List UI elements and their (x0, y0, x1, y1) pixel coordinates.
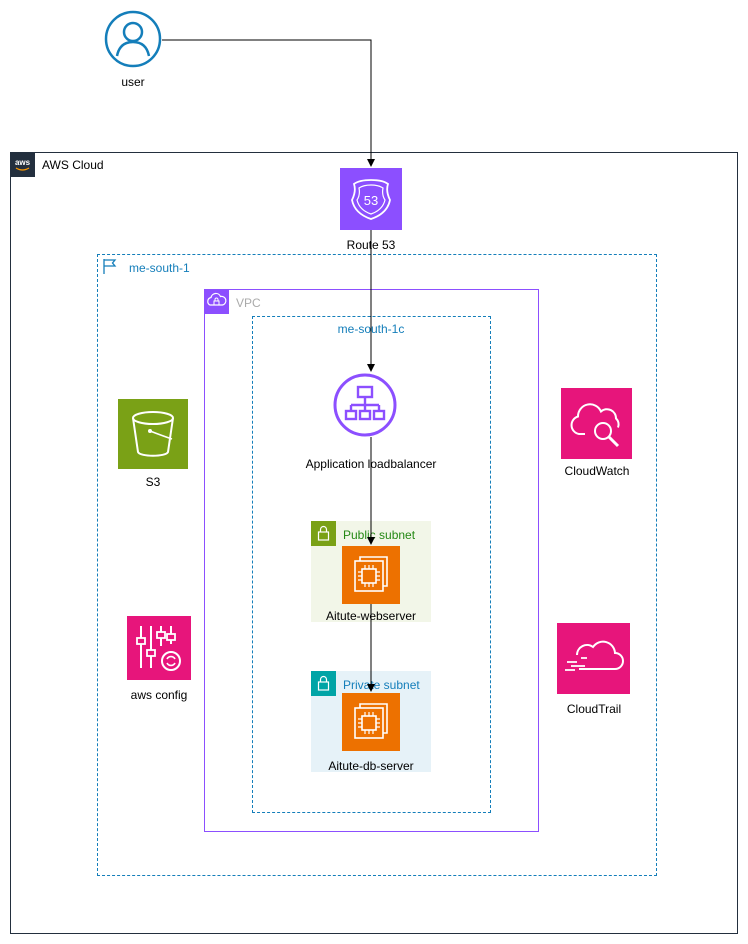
public-subnet-label: Public subnet (343, 528, 416, 542)
svg-text:53: 53 (364, 193, 378, 208)
application-load-balancer-icon (333, 373, 397, 437)
user-label: user (121, 75, 145, 89)
vpc-label: VPC (236, 296, 261, 310)
aws-config-label: aws config (130, 688, 188, 702)
private-subnet-label: Private subnet (343, 678, 420, 692)
webserver-ec2-icon (342, 546, 400, 604)
cloudwatch-label: CloudWatch (564, 464, 630, 478)
user-icon (104, 10, 162, 68)
connector-user-route53 (162, 39, 375, 167)
region-group (97, 254, 657, 876)
public-subnet-lock-icon (311, 521, 336, 546)
aws-cloud-label: AWS Cloud (42, 158, 104, 172)
aws-config-icon (127, 616, 191, 680)
db-server-label: Aitute-db-server (328, 759, 414, 773)
s3-label: S3 (145, 475, 161, 489)
db-server-ec2-icon (342, 693, 400, 751)
s3-bucket-icon (118, 399, 188, 469)
cloudtrail-label: CloudTrail (566, 702, 622, 716)
cloudwatch-icon (561, 388, 632, 459)
route53-icon: 53 (340, 168, 402, 230)
svg-text:aws: aws (15, 158, 31, 167)
vpc-icon (204, 289, 229, 314)
private-subnet-lock-icon (311, 671, 336, 696)
aws-logo-icon: aws (10, 152, 35, 177)
region-label: me-south-1 (129, 261, 190, 275)
cloudtrail-icon (557, 623, 630, 694)
region-flag-icon (97, 254, 122, 279)
aws-cloud-group (10, 152, 738, 934)
